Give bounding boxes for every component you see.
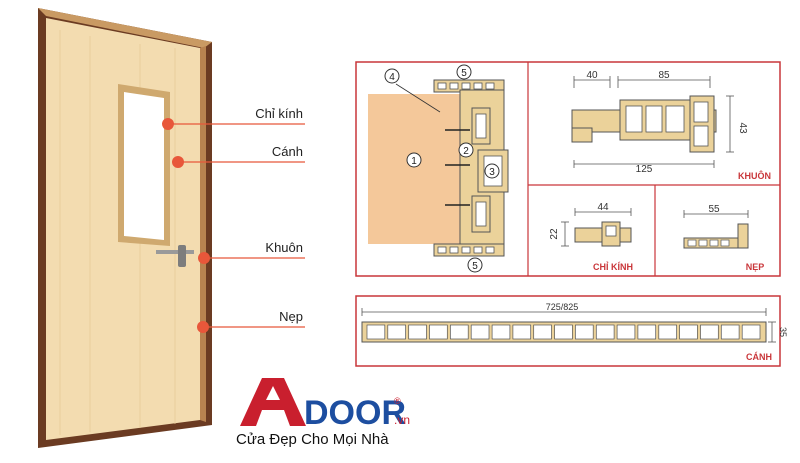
glass-pane <box>124 92 164 240</box>
canh-cell <box>637 324 657 340</box>
canh-dim-height: 35 <box>778 327 788 337</box>
canh-title: CÁNH <box>746 352 772 362</box>
marker-3: 3 <box>489 167 495 178</box>
khuon-dim-left: 40 <box>586 70 598 81</box>
canh-cell <box>533 324 552 340</box>
adoor-logo: DOOR .vn ® Cửa Đẹp Cho Mọi Nhà <box>236 378 410 448</box>
canh-cell <box>408 324 427 340</box>
section-leaf <box>368 94 468 244</box>
khuon-dim-bottom: 125 <box>636 164 653 175</box>
marker-4: 4 <box>389 72 395 83</box>
door-frame-top <box>38 8 212 48</box>
canh-cell <box>700 324 719 340</box>
canh-cell <box>741 324 761 340</box>
chi-kinh-profile: 44 22 CHỈ KÍNH <box>549 202 633 272</box>
canh-dim-width: 725/825 <box>546 302 579 312</box>
khuon-profile: 40 85 43 125 KHUÔN <box>571 70 771 181</box>
nep-title: NẸP <box>746 262 765 272</box>
door-leaf-edge <box>200 46 206 422</box>
callout-label-nep: Nẹp <box>279 309 303 324</box>
canh-cell <box>387 324 406 340</box>
canh-cell <box>429 324 448 340</box>
logo-tagline: Cửa Đẹp Cho Mọi Nhà <box>236 431 389 448</box>
khuon-dim-height: 43 <box>737 122 748 134</box>
canh-cell <box>595 324 615 340</box>
callout-label-canh: Cánh <box>272 144 303 159</box>
nep-dim-top: 55 <box>708 204 720 215</box>
canh-cell <box>720 324 740 340</box>
logo-registered: ® <box>394 396 401 406</box>
canh-cell <box>616 324 636 340</box>
marker-1: 1 <box>411 156 417 167</box>
canh-cell <box>470 324 490 340</box>
marker-5-bottom: 5 <box>472 261 478 272</box>
logo-suffix: .vn <box>394 413 410 427</box>
canh-cell <box>554 324 573 340</box>
marker-2: 2 <box>463 146 469 157</box>
khuon-dim-top: 85 <box>658 70 670 81</box>
canh-cell <box>679 324 698 340</box>
canh-profile: 725/825 35 CÁNH <box>361 302 788 362</box>
canh-cell <box>450 324 469 340</box>
chi-kinh-dim-side: 22 <box>549 228 560 240</box>
canh-cell <box>512 324 532 340</box>
logo-brand: DOOR <box>304 394 406 432</box>
canh-cell <box>575 324 594 340</box>
door-illustration <box>38 8 305 448</box>
chi-kinh-title: CHỈ KÍNH <box>593 261 633 272</box>
canh-cell <box>366 324 386 340</box>
marker-5-top: 5 <box>461 68 467 79</box>
door-handle <box>156 245 194 267</box>
canh-cell <box>658 324 677 340</box>
nep-profile: 55 NẸP <box>683 204 765 272</box>
callout-lines <box>168 123 305 328</box>
khuon-title: KHUÔN <box>738 170 771 181</box>
section-view: 4 5 1 2 3 5 <box>368 64 509 273</box>
chi-kinh-dim-top: 44 <box>597 202 609 213</box>
callout-label-chi-kinh: Chỉ kính <box>255 106 303 121</box>
logo-a-mark <box>240 378 306 426</box>
canh-cell <box>491 324 511 340</box>
callout-label-khuon: Khuôn <box>265 240 303 255</box>
